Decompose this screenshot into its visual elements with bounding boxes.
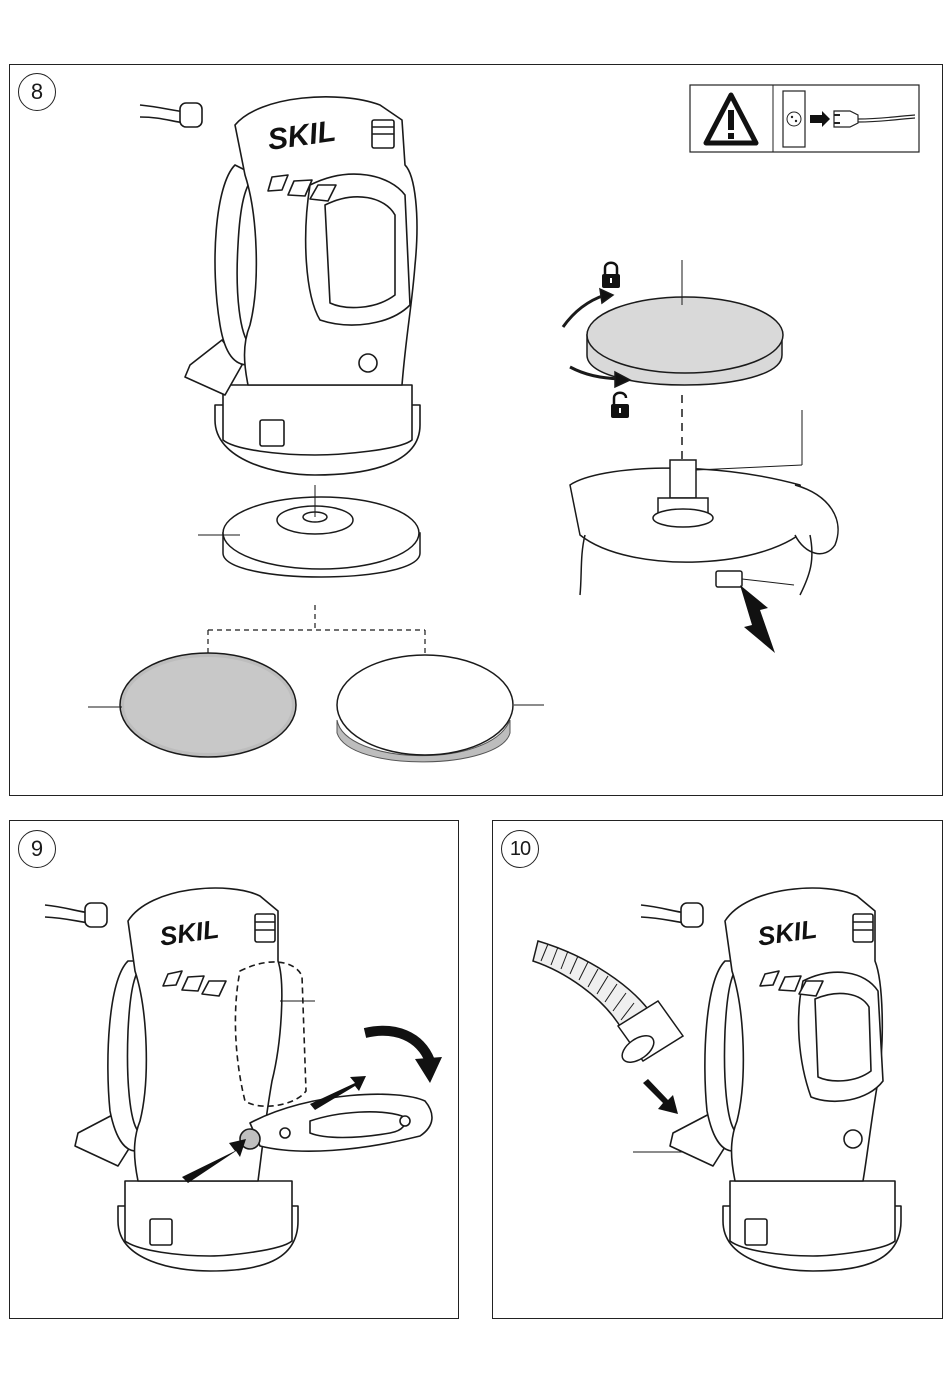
sanding-disc <box>88 653 296 757</box>
insert-arrow <box>643 1079 678 1114</box>
rotate-arrow <box>365 1031 442 1083</box>
illustration-step-9: SKIL <box>10 821 460 1320</box>
sander-tool-illustration <box>45 888 432 1271</box>
padlock-open-icon <box>611 393 629 418</box>
backing-pad <box>198 485 420 577</box>
illustration-step-10: SKIL <box>493 821 944 1320</box>
vacuum-hose <box>533 941 693 1152</box>
panel-step-10: 10 <box>492 820 943 1319</box>
illustration-step-8: SKIL <box>10 65 944 797</box>
padlock-closed-icon <box>602 263 620 288</box>
panel-step-9: 9 SKIL <box>9 820 459 1319</box>
pad-removal-illustration <box>563 260 838 653</box>
warning-unplug-box <box>690 85 919 152</box>
polishing-bonnet <box>337 655 544 762</box>
panel-step-8: 8 <box>9 64 943 796</box>
